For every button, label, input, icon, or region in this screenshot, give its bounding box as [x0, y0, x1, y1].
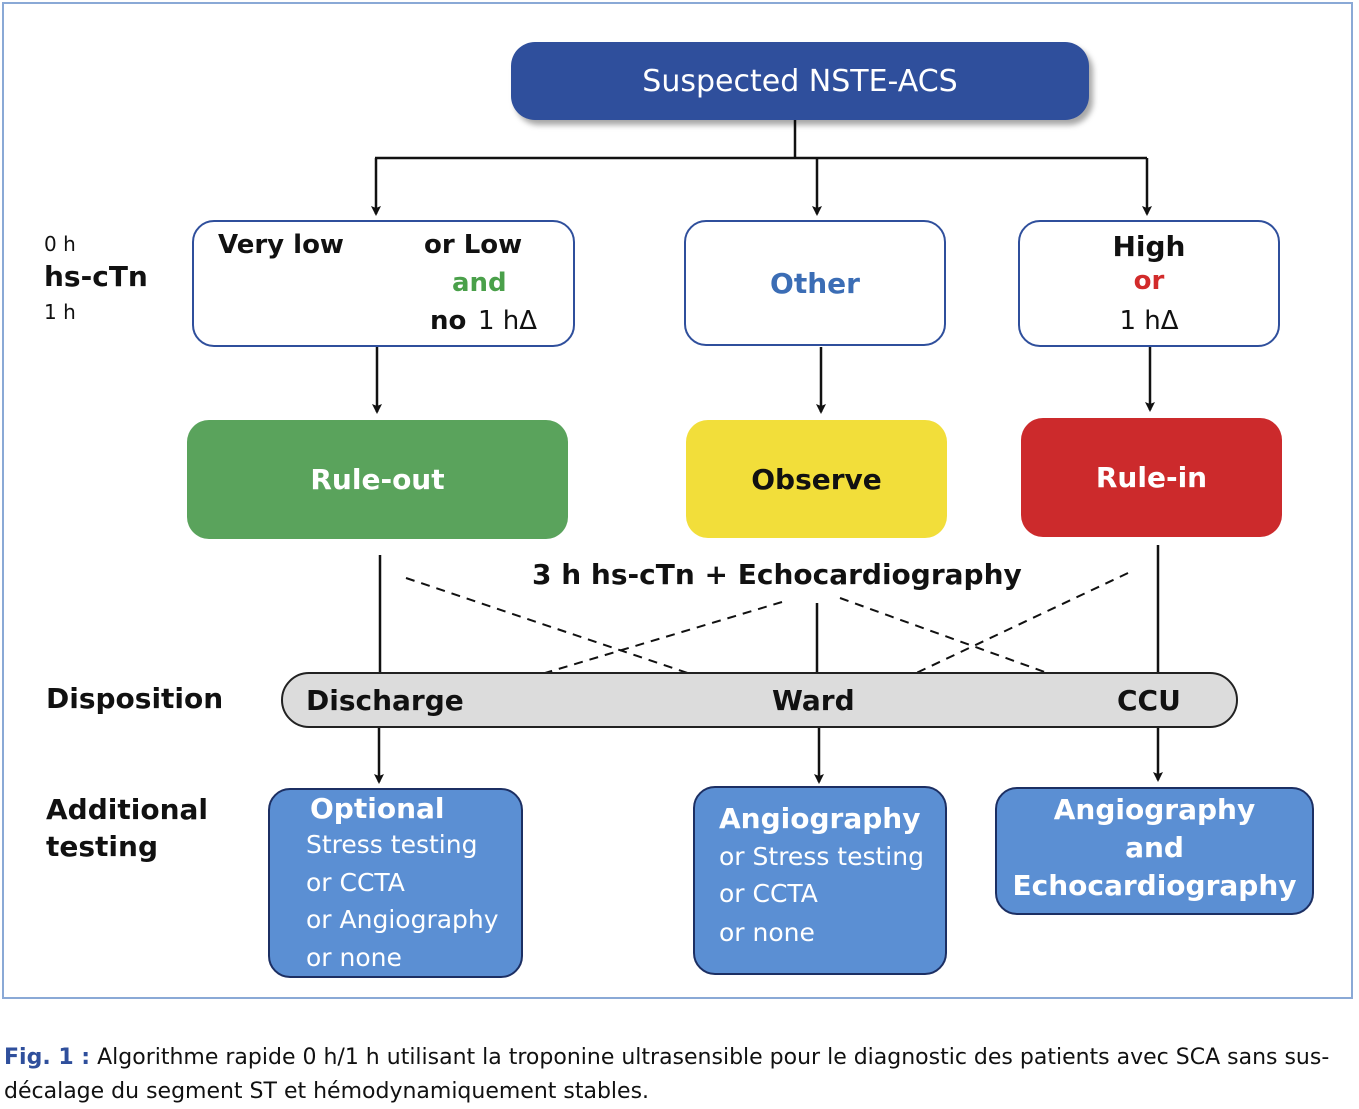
ward-text: Ward — [772, 684, 855, 717]
high-text: High — [1112, 230, 1186, 263]
disposition-label: Disposition — [46, 682, 224, 715]
ccu-testing-box: Angiography and Echocardiography — [995, 787, 1314, 915]
very-low-text: Very low — [218, 230, 344, 260]
or-text: or — [1133, 266, 1165, 296]
optional-line-3: or Angiography — [306, 905, 499, 934]
ccu-testing-line-2: and — [1125, 831, 1184, 864]
suspected-nste-acs-box: Suspected NSTE-ACS — [511, 42, 1089, 120]
ward-testing-line-3: or none — [719, 918, 815, 947]
optional-title: Optional — [310, 792, 445, 825]
rule-in-text: Rule-in — [1095, 461, 1208, 494]
hour-1-label: 1 h — [44, 300, 76, 324]
ccu-text: CCU — [1117, 684, 1181, 717]
ccu-testing-line-3: Echocardiography — [1012, 869, 1297, 902]
observe-text: Observe — [751, 462, 882, 496]
caption-label: Fig. 1 : — [4, 1045, 91, 1070]
caption-text: Algorithme rapide 0 h/1 h utilisant la t… — [4, 1045, 1330, 1104]
ward-testing-line-1: or Stress testing — [719, 842, 924, 871]
rule-in-box: Rule-in — [1021, 418, 1282, 537]
ccu-testing-line-1: Angiography — [1053, 793, 1256, 826]
discharge-text: Discharge — [306, 684, 464, 717]
hour-0-label: 0 h — [44, 232, 76, 256]
optional-testing-box: Optional Stress testing or CCTA or Angio… — [268, 788, 523, 978]
optional-line-4: or none — [306, 943, 402, 972]
figure-caption: Fig. 1 : Algorithme rapide 0 h/1 h utili… — [4, 1041, 1356, 1109]
other-text: Other — [770, 266, 860, 300]
no-text: no — [430, 306, 467, 336]
ward-testing-box: Angiography or Stress testing or CCTA or… — [693, 786, 947, 975]
very-low-low-criteria-box: Very low or Low and no 1 hΔ — [192, 220, 575, 347]
no-delta-text: 1 hΔ — [478, 306, 538, 336]
observe-box: Observe — [686, 420, 947, 538]
or-low-text: or Low — [424, 230, 523, 260]
reassessment-label: 3 h hs-cTn + Echocardiography — [530, 558, 1024, 591]
optional-line-2: or CCTA — [306, 868, 405, 897]
figure-frame — [2, 2, 1353, 999]
other-criteria-box: Other — [684, 220, 946, 346]
rule-out-text: Rule-out — [310, 463, 445, 496]
disposition-bar — [281, 672, 1238, 728]
high-criteria-box: High or 1 hΔ — [1018, 220, 1280, 347]
high-delta-text: 1 hΔ — [1119, 306, 1179, 336]
additional-testing-label-2: testing — [46, 830, 158, 863]
ward-testing-title: Angiography — [719, 802, 921, 835]
optional-line-1: Stress testing — [306, 830, 478, 859]
additional-testing-label-1: Additional — [46, 793, 208, 826]
ward-testing-line-2: or CCTA — [719, 879, 818, 908]
hs-ctn-label: hs-cTn — [44, 260, 148, 293]
rule-out-box: Rule-out — [187, 420, 568, 539]
and-text: and — [452, 268, 507, 298]
top-label: Suspected NSTE-ACS — [642, 63, 958, 99]
